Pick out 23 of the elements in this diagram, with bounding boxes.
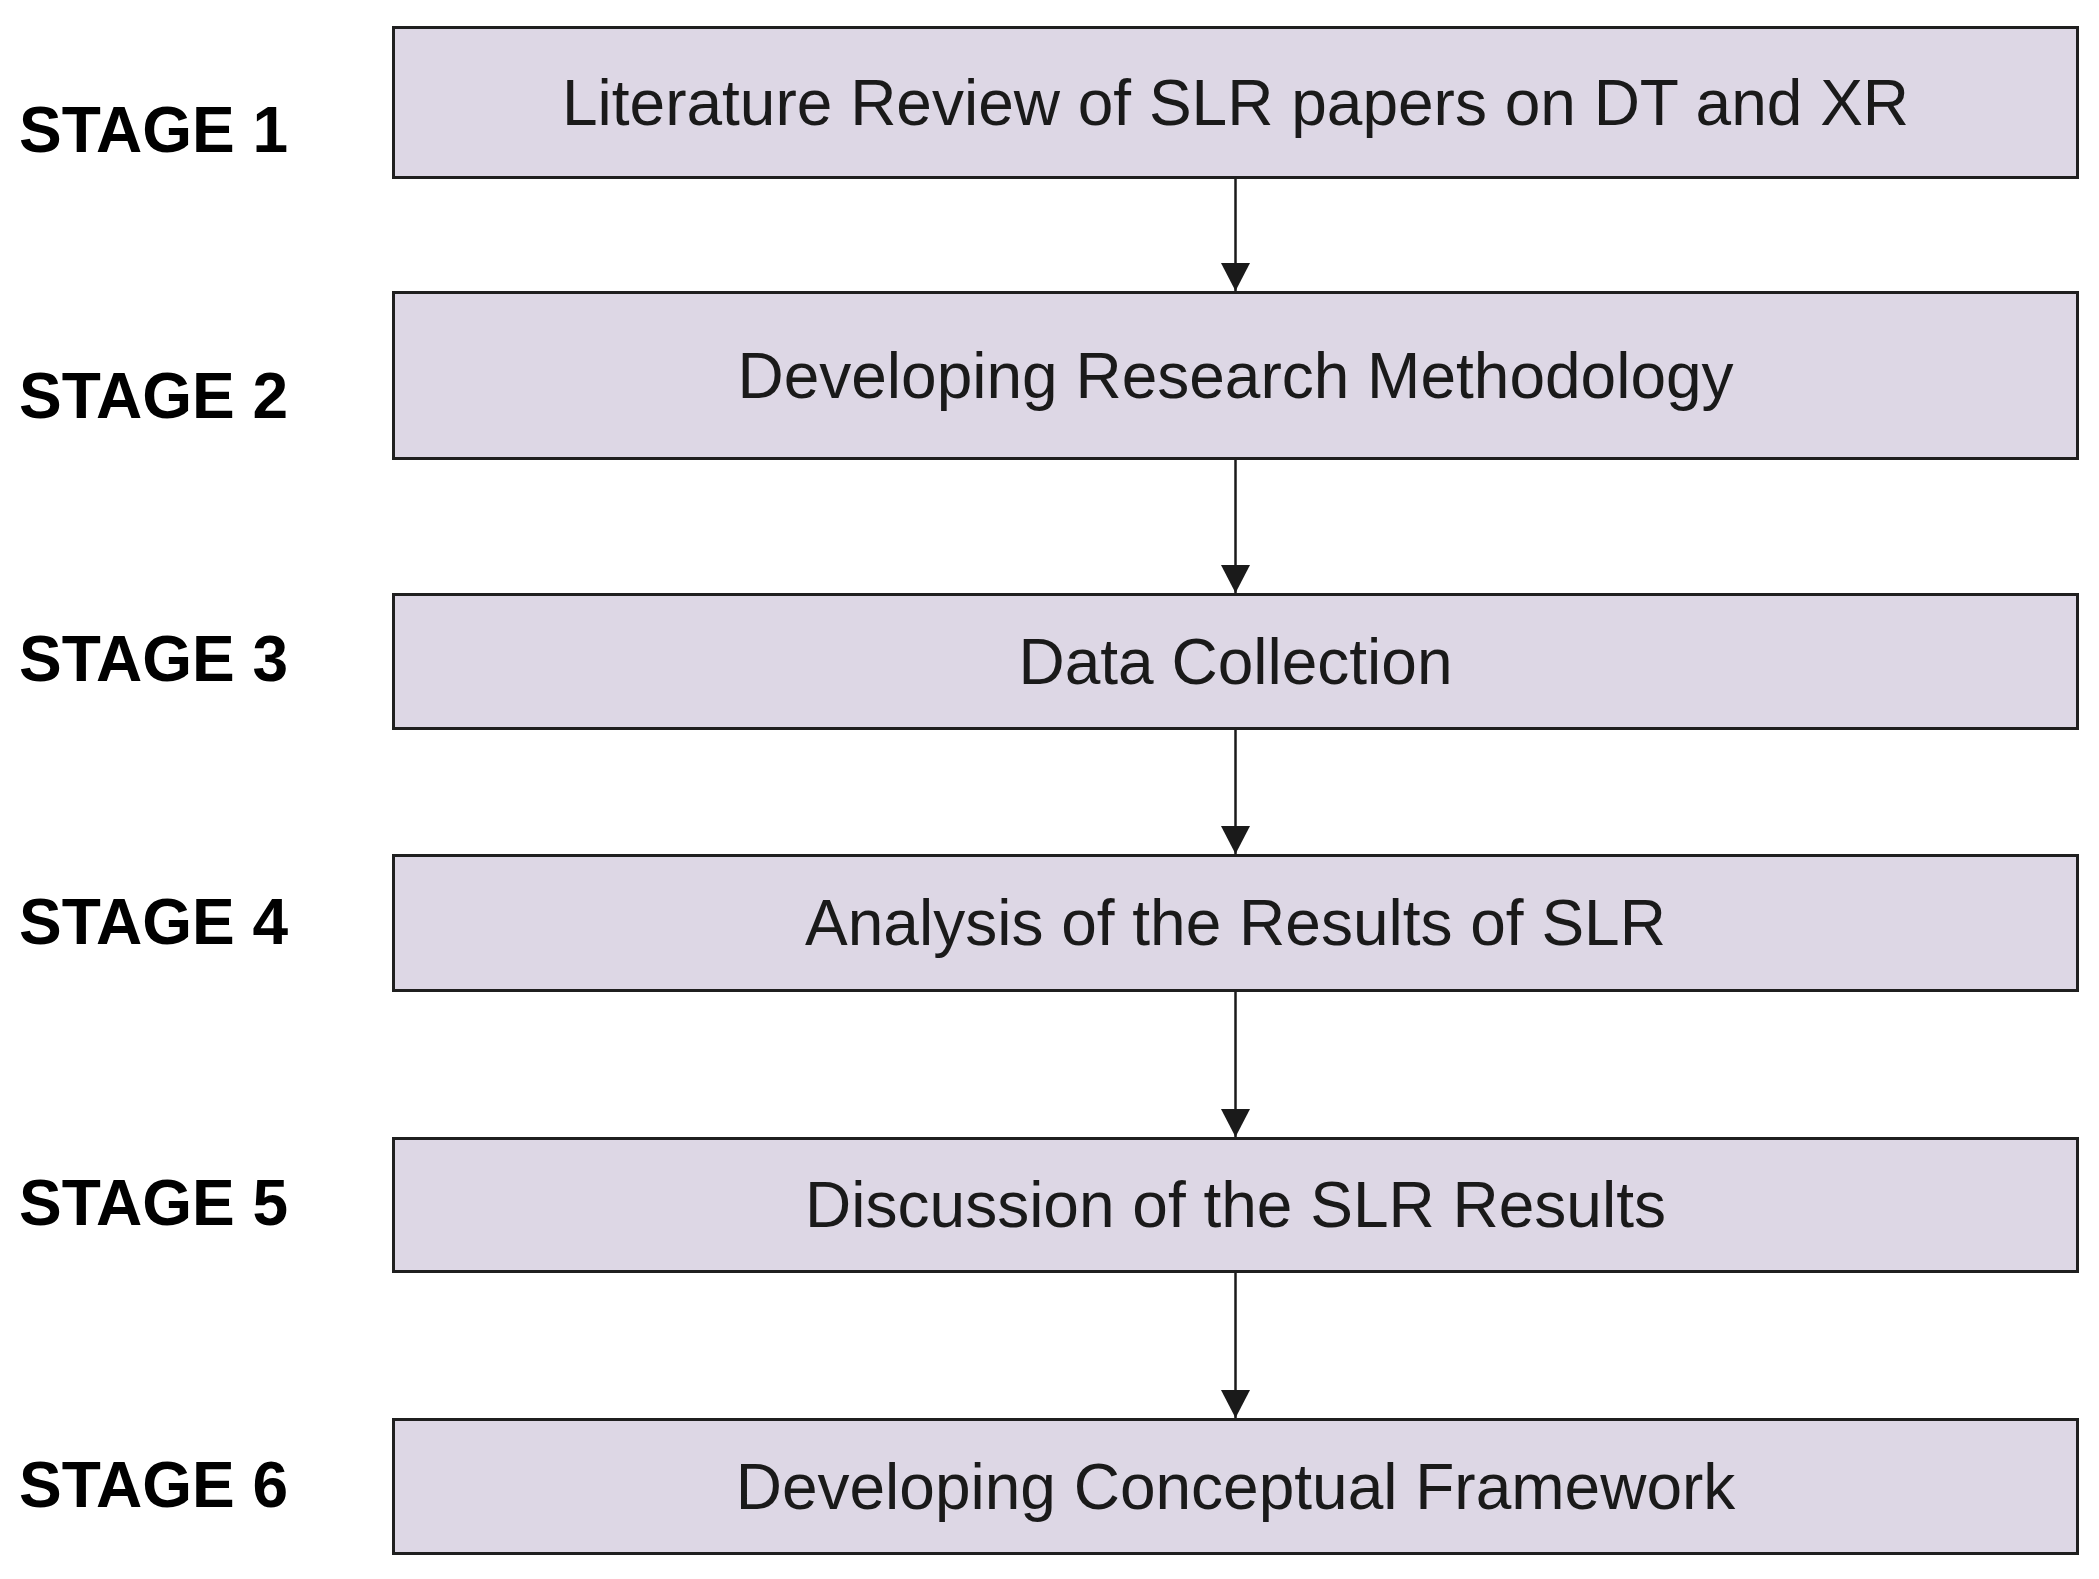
arrow — [1221, 179, 1250, 291]
stage-label: STAGE 5 — [19, 1171, 289, 1235]
stage-label: STAGE 2 — [19, 364, 289, 428]
process-box — [392, 26, 2079, 179]
process-box — [392, 1137, 2079, 1273]
stage-label: STAGE 4 — [19, 890, 289, 954]
stage-label: STAGE 1 — [19, 98, 289, 162]
step-text: Analysis of the Results of SLR — [805, 886, 1666, 961]
step-text: Developing Research Methodology — [737, 338, 1734, 414]
step-text: Literature Review of SLR papers on DT and XR — [561, 65, 1910, 141]
process-box — [392, 854, 2079, 992]
arrow — [1221, 1273, 1250, 1418]
process-box — [392, 1418, 2079, 1555]
step-text: Discussion of the SLR Results — [805, 1168, 1666, 1243]
arrow — [1221, 460, 1250, 593]
process-box — [392, 593, 2079, 730]
arrow — [1221, 730, 1250, 854]
process-box — [392, 291, 2079, 460]
arrow — [1221, 992, 1250, 1137]
step-text: Data Collection — [1018, 624, 1453, 700]
stage-label: STAGE 6 — [19, 1453, 289, 1517]
step-text: Developing Conceptual Framework — [735, 1449, 1736, 1525]
stage-label: STAGE 3 — [19, 627, 289, 691]
